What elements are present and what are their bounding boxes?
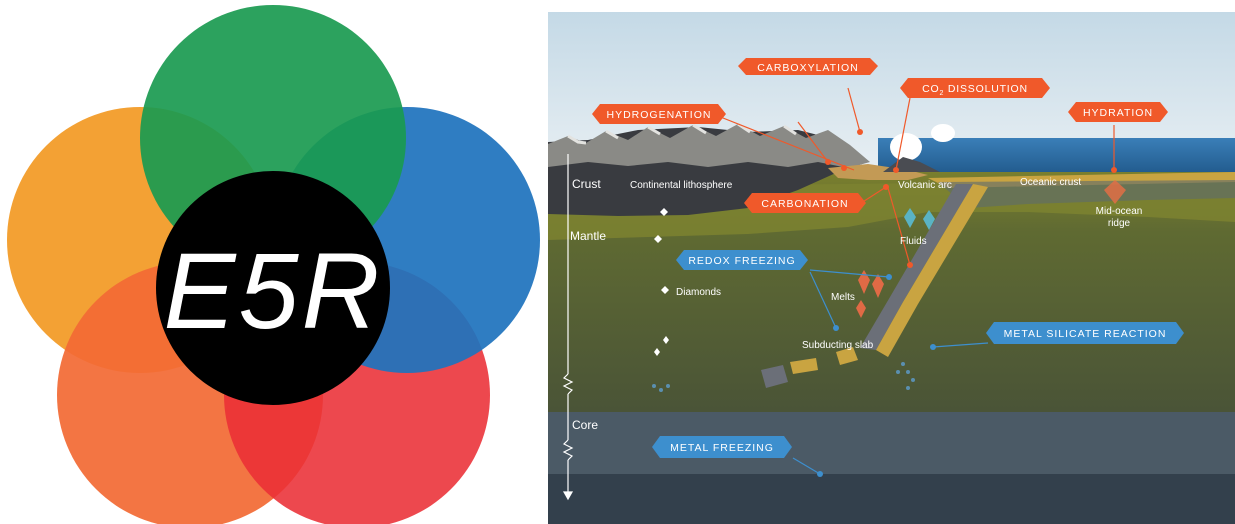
- callout-carboxylation: CARBOXYLATION: [738, 58, 878, 75]
- callout-co2-dissolution: CO2 DISSOLUTION: [900, 78, 1050, 98]
- callout-metal-silicate-reaction: METAL SILICATE REACTION: [986, 322, 1184, 344]
- callout-co2-dissolution-text: CO2 DISSOLUTION: [922, 83, 1028, 97]
- e5r-logo: E5R: [7, 5, 540, 524]
- diagram-labels: Crust Mantle Core Continental lithospher…: [570, 177, 1142, 432]
- diamond-3: [661, 286, 669, 294]
- logo-text: E5R: [163, 230, 382, 351]
- label-diamonds: Diamonds: [676, 287, 721, 298]
- subducting-slab: [860, 184, 973, 350]
- callout-metal-freezing-text: METAL FREEZING: [670, 442, 774, 454]
- callout-redox-freezing: REDOX FREEZING: [676, 250, 808, 270]
- label-fluids: Fluids: [900, 236, 927, 247]
- mountains: [548, 124, 870, 168]
- label-mantle: Mantle: [570, 229, 606, 243]
- blue-callout-lines: [792, 269, 989, 475]
- blue-callout-dots: [817, 274, 936, 477]
- label-melts: Melts: [831, 292, 855, 303]
- callout-carboxylation-text: CARBOXYLATION: [757, 62, 859, 74]
- callout-hydrogenation: HYDROGENATION: [592, 104, 726, 124]
- callout-metal-freezing: METAL FREEZING: [652, 436, 792, 458]
- callout-carbonation: CARBONATION: [744, 193, 866, 213]
- callout-redox-freezing-text: REDOX FREEZING: [688, 255, 795, 267]
- mountain-snow: [567, 122, 797, 145]
- callout-hydrogenation-text: HYDROGENATION: [607, 109, 712, 121]
- callout-dots: [825, 129, 1117, 268]
- melt-drop-1: [858, 270, 870, 294]
- logo-center-circle: [156, 171, 390, 405]
- label-continental-lithosphere: Continental lithosphere: [630, 180, 733, 191]
- label-core: Core: [572, 418, 598, 432]
- slab-piece-3: [836, 347, 858, 365]
- callout-carbonation-text: CARBONATION: [761, 198, 848, 210]
- diamond-4: [663, 336, 669, 344]
- metal-droplets: [652, 362, 915, 392]
- callout-metal-silicate-reaction-text: METAL SILICATE REACTION: [1004, 328, 1167, 340]
- label-crust: Crust: [572, 177, 601, 191]
- coastal-plain: [828, 164, 928, 180]
- fluid-drop-2: [923, 210, 935, 230]
- volcano-plume-2: [931, 124, 955, 142]
- earth-carbon-diagram: CARBOXYLATION CO2 DISSOLUTION HYDROGENAT…: [548, 12, 1235, 524]
- label-oceanic-crust: Oceanic crust: [1020, 177, 1081, 188]
- outer-core: [548, 412, 1235, 474]
- callout-lines: [717, 87, 1115, 266]
- oceanic-crust-lower: [938, 180, 1235, 208]
- subducting-slab-edge: [876, 184, 988, 357]
- inner-core: [548, 474, 1235, 524]
- mid-ocean-ridge: [1104, 180, 1126, 204]
- diamond-2: [654, 235, 662, 243]
- diamond-1: [660, 208, 668, 216]
- volcano-plume: [890, 133, 922, 161]
- callout-hydration-text: HYDRATION: [1083, 107, 1153, 119]
- melt-drop-3: [856, 300, 866, 318]
- melt-drop-2: [872, 274, 884, 298]
- depth-scale: [562, 154, 574, 501]
- label-subducting-slab: Subducting slab: [802, 340, 874, 351]
- slab-piece-1: [761, 365, 788, 388]
- label-mid-ocean-ridge-2: ridge: [1108, 218, 1131, 229]
- fluid-drop-1: [904, 208, 916, 228]
- label-mid-ocean-ridge-1: Mid-ocean: [1096, 206, 1143, 217]
- callout-hydration: HYDRATION: [1068, 102, 1168, 122]
- diamond-5: [654, 348, 660, 356]
- slab-piece-2: [790, 358, 818, 374]
- label-volcanic-arc: Volcanic arc: [898, 180, 952, 191]
- diamond-markers: [654, 208, 669, 356]
